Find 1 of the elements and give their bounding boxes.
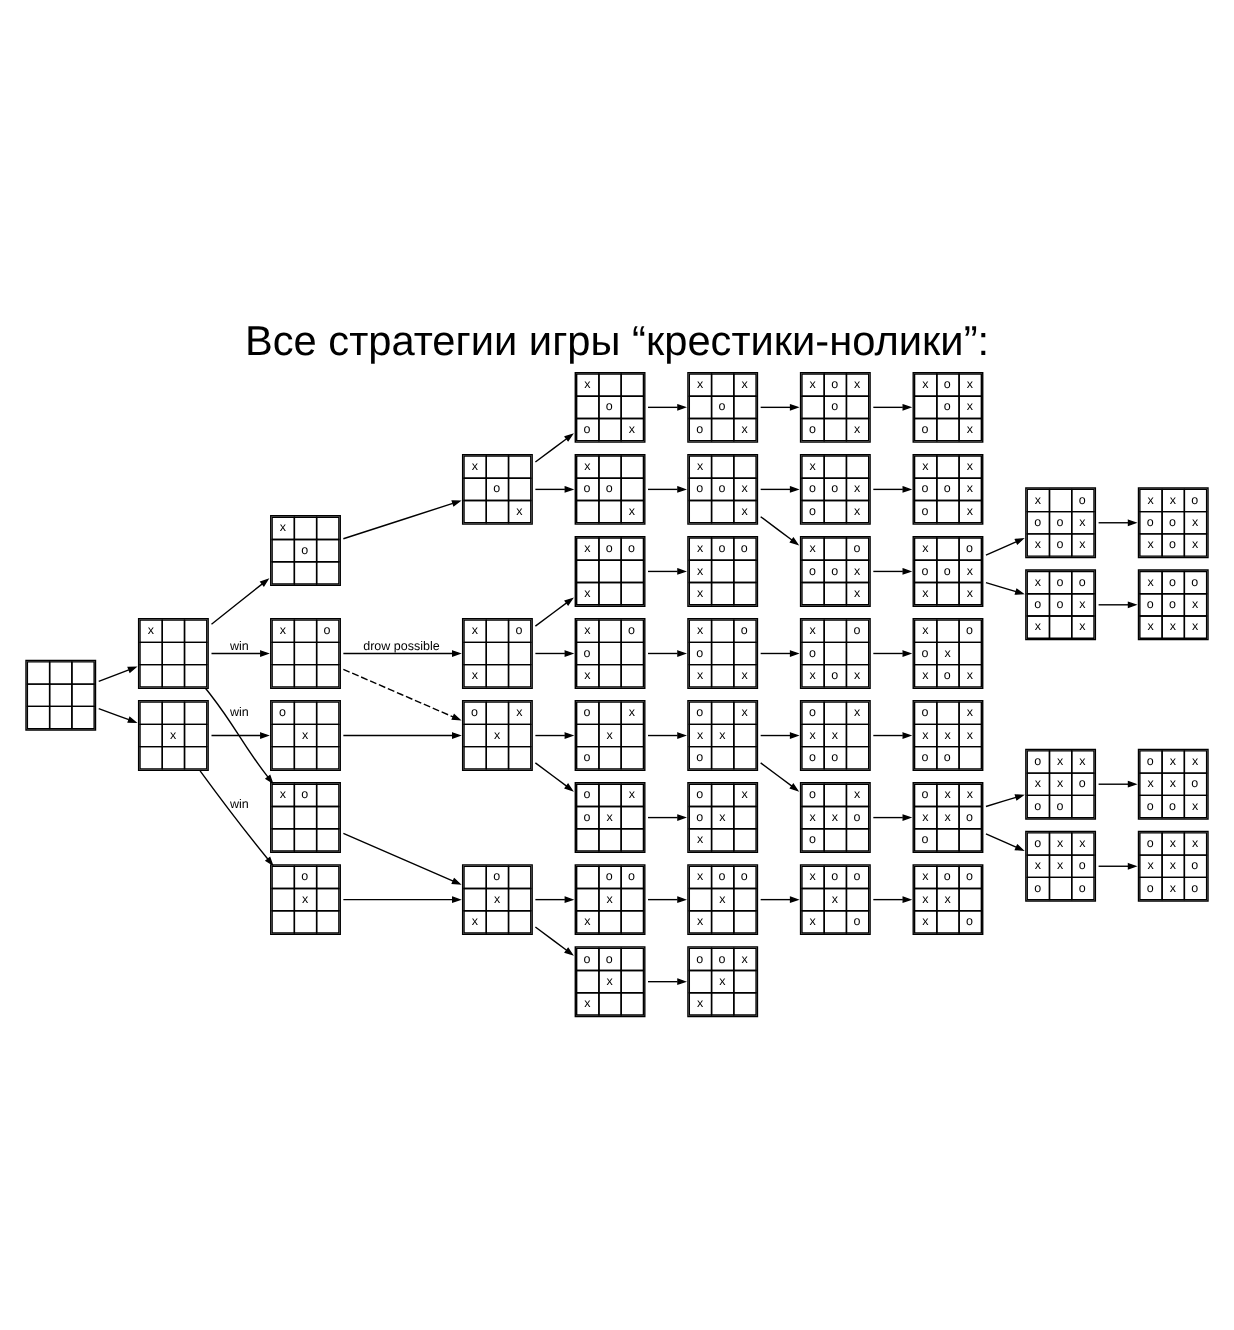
- diagram-title: Все стратегии игры “крестики-нолики”:: [244, 317, 990, 364]
